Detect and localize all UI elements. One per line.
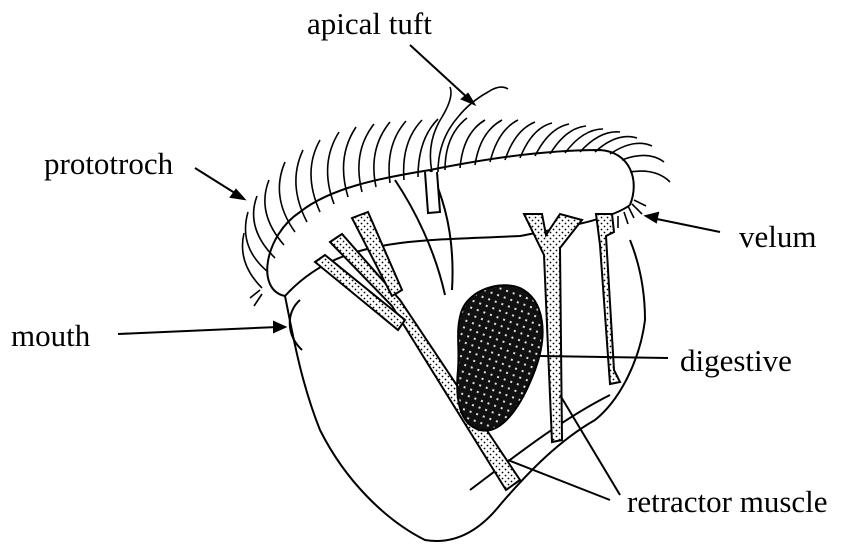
label-apical-tuft: apical tuft	[307, 8, 432, 39]
leader-lines	[118, 45, 720, 500]
label-retractor-muscle: retractor muscle	[627, 486, 828, 517]
body-outline	[267, 150, 645, 541]
label-digestive: digestive	[680, 345, 792, 376]
apical-tuft-stalk	[425, 172, 440, 213]
digestive-gland	[457, 285, 542, 430]
label-velum: velum	[739, 221, 817, 252]
label-prototroch: prototroch	[44, 148, 173, 179]
label-mouth: mouth	[11, 320, 90, 351]
velum-cilia	[250, 200, 646, 306]
